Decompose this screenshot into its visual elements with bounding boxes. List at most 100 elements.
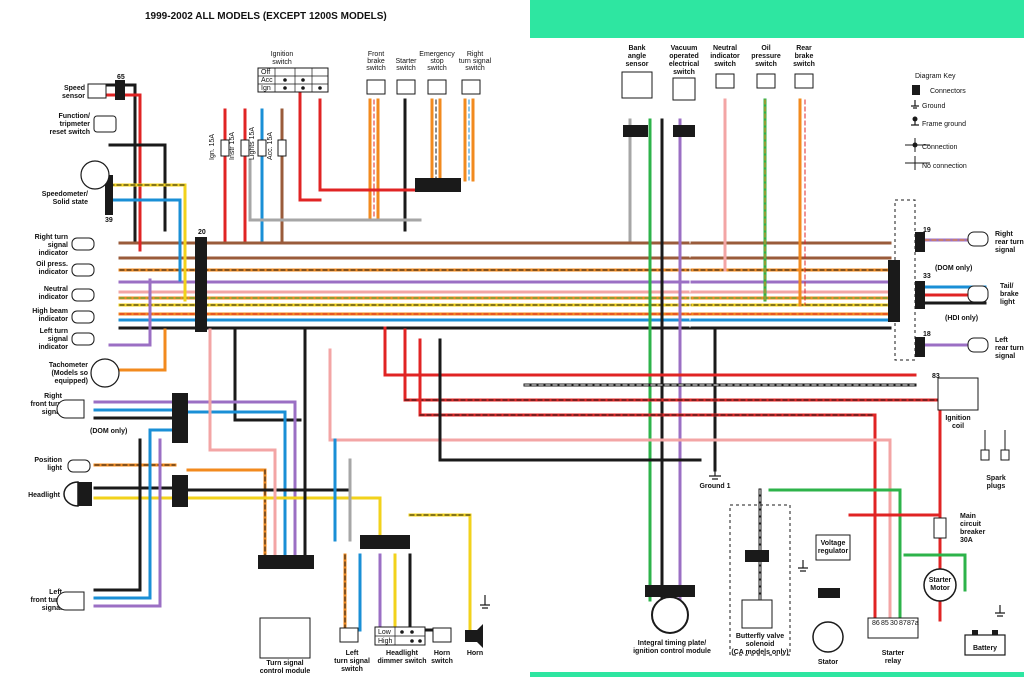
vacuum-switch-label-4: switch [673,69,695,76]
neutral-switch-label-1: Neutral [713,45,737,52]
tachometer-label-2: (Models so [51,370,88,377]
no-connection-icon [905,156,930,170]
ignition-switch-label-2: switch [272,59,292,66]
bank-angle-label-2: angle [628,53,646,60]
vacuum-switch-box [672,77,696,101]
fuse-block: Ign. 15A Instr 15A Lights 15A Acc. 15A [209,127,287,160]
connector-20 [195,237,207,332]
voltage-regulator-box [815,534,851,561]
connector-butterfly [745,550,769,562]
connector-left-handlebar [360,535,410,549]
left-front-turn-label-2: front turn [31,597,63,604]
oil-press-indicator-label-1: Oil press. [36,261,68,268]
ignition-coil-label-1: Ignition [945,415,970,422]
connector-number-39: 39 [105,217,113,224]
voltage-regulator-label-1: Voltage [821,540,846,547]
connector-speedo-stack [105,175,113,215]
left-turn-switch-label-1: Left [346,650,360,657]
ground-icon [911,100,919,109]
neutral-indicator-label-2: indicator [38,294,68,301]
tail-brake-label-2: brake [1000,291,1019,298]
right-turn-indicator-label-2: signal [48,242,68,249]
right-turn-indicator-label-3: indicator [38,250,68,257]
horn-switch-icon [432,627,452,643]
footer-accent-band [530,672,1024,677]
position-light-lamp-icon [67,459,91,473]
regulator-ground-icon [798,560,808,572]
dimmer-row-high: High [378,638,393,645]
oil-pressure-label-3: switch [755,61,777,68]
starter-switch-icon [396,79,416,95]
rear-dom-only-label: (DOM only) [935,265,972,272]
ignition-coil-label-2: coil [952,423,964,430]
fuse-instr: Instr 15A [229,132,236,160]
main-breaker-label-4: 30A [960,537,973,544]
starter-label-2: switch [396,65,416,72]
key-frame-ground: Frame ground [922,121,966,128]
connector-18 [915,337,925,357]
rear-brake-label-3: switch [793,61,815,68]
right-rear-turn-label-3: signal [995,247,1015,254]
connector-front-lower [172,475,188,507]
ignition-switch-table [257,67,329,93]
starter-relay-label-1: Starter [882,650,905,657]
tail-brake-label-3: light [1000,299,1015,306]
right-turn-indicator-lamp-icon [71,237,95,251]
oil-pressure-label-1: Oil [761,45,770,52]
high-beam-indicator-label-1: High beam [32,308,68,315]
headlight-label: Headlight [28,492,61,499]
left-turn-indicator-lamp-icon [71,332,95,346]
neutral-indicator-lamp-icon [71,288,95,302]
ignition-row-off: Off [261,69,270,76]
function-switch-label-2: tripmeter [60,121,91,128]
key-title: Diagram Key [915,73,956,80]
left-turn-indicator-label-2: signal [48,336,68,343]
right-front-turn-label-1: Right [44,393,63,400]
speed-sensor-label-1: Speed [64,85,85,92]
rear-brake-label-1: Rear [796,45,812,52]
horn-switch-label-1: Horn [434,650,450,657]
speedometer-label-2: Solid state [53,199,89,206]
butterfly-label-2: solenoid [746,641,775,648]
left-turn-switch-label-2: turn signal [334,658,370,665]
timing-plate-label-1: Integral timing plate/ [638,640,707,647]
tail-brake-label-1: Tail/ [1000,283,1014,290]
connector-33 [915,281,925,309]
fuse-ign: Ign. 15A [209,134,216,160]
relay-pin-85: 85 [881,620,889,627]
battery-label: Battery [973,645,997,652]
relay-pin-87a: 87a [907,620,919,627]
position-light-label-1: Position [34,457,62,464]
timing-plate-icon [651,596,689,634]
oil-press-indicator-label-2: indicator [38,269,68,276]
right-turn-switch-label-2: turn signal [459,58,492,65]
key-connector-symbol [912,85,920,95]
right-front-turn-label-3: signal [42,409,62,416]
right-rear-turn-lamp-icon [967,231,989,247]
horn-ground-icon [480,595,490,609]
high-beam-indicator-label-2: indicator [38,316,68,323]
horn-label: Horn [467,650,483,657]
speedometer-label-1: Speedometer/ [42,191,88,198]
right-front-turn-label-2: front turn [31,401,63,408]
speed-sensor-label-2: sensor [62,93,85,100]
connector-number-18: 18 [923,331,931,338]
key-ground: Ground [922,103,945,110]
main-breaker-label-1: Main [960,513,976,520]
function-switch-label-3: reset switch [50,129,90,136]
left-components: Speed sensor Function/ tripmeter reset s… [28,83,127,612]
right-front-turn-lamp-icon [56,399,85,419]
left-rear-turn-lamp-icon [967,337,989,353]
high-beam-indicator-lamp-icon [71,310,95,324]
ignition-row-ign: Ign [261,85,271,92]
tachometer-label-3: equipped) [55,378,88,385]
relay-pin-87: 87 [899,620,907,627]
starter-motor-icon [923,568,957,602]
rear-hdi-only-label: (HDI only) [945,315,978,322]
emergency-stop-label-1: Emergency [419,51,455,58]
dimmer-row-low: Low [378,629,392,636]
tail-brake-lamp-icon [967,285,989,303]
turn-signal-module-label-1: Turn signal [266,660,303,667]
main-breaker-label-2: circuit [960,521,982,528]
horn-switch-label-2: switch [431,658,453,665]
